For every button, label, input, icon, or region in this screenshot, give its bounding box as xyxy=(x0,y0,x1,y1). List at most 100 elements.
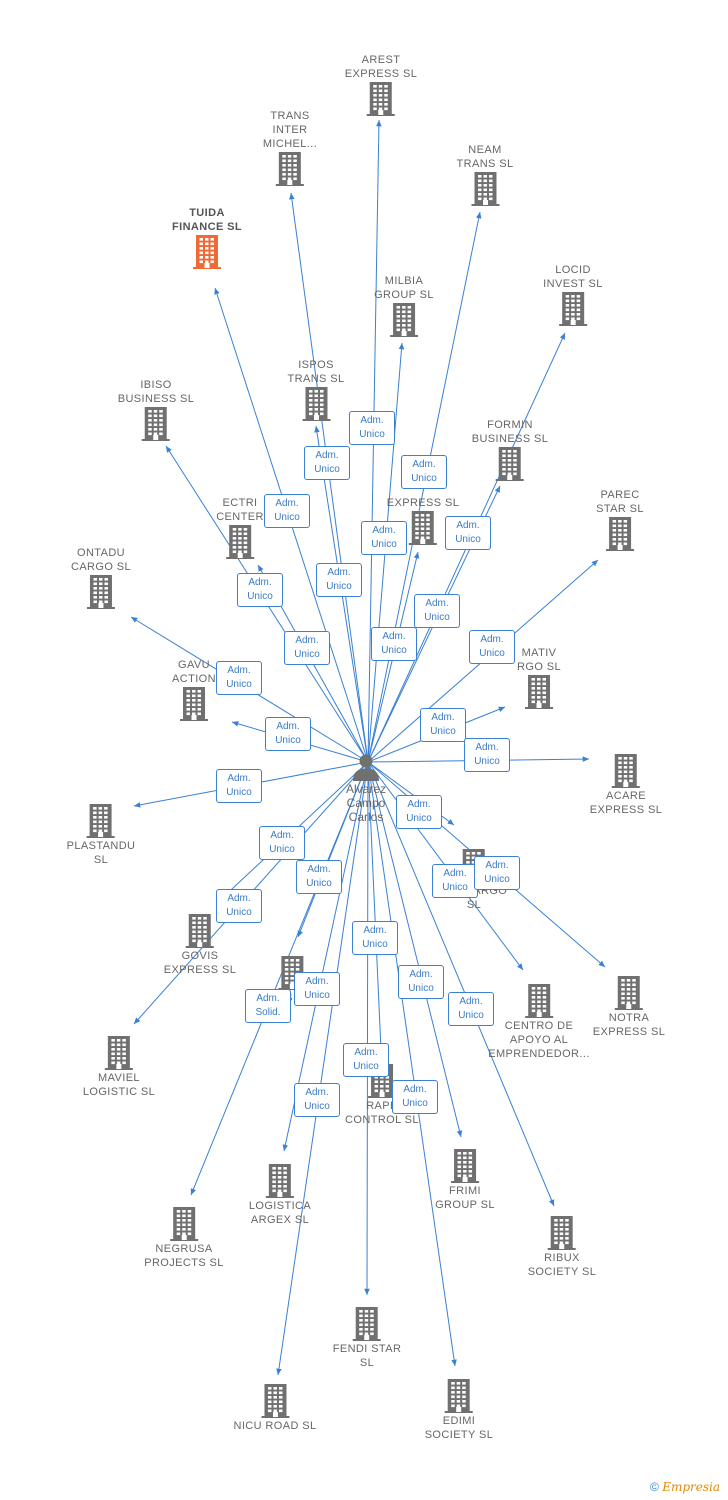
building-icon xyxy=(104,1036,133,1070)
company-name[interactable]: NICU ROAD SL xyxy=(233,1420,317,1432)
building-icon xyxy=(260,1384,289,1418)
company-node-plastandu[interactable]: PLASTANDU SL xyxy=(67,803,136,867)
role-label: Adm. Unico xyxy=(469,630,515,664)
person-node[interactable]: Alvarez Campo Carlos xyxy=(346,752,386,824)
company-name[interactable]: NEGRUSA PROJECTS SL xyxy=(144,1243,224,1269)
building-icon xyxy=(366,82,395,116)
building-icon xyxy=(352,1307,381,1341)
footer-credit: © Empresia xyxy=(650,1480,720,1494)
role-label: Adm. Unico xyxy=(265,717,311,751)
company-name[interactable]: FENDI STAR SL xyxy=(332,1343,402,1369)
company-name[interactable]: LOGISTICA ARGEX SL xyxy=(248,1200,312,1226)
building-icon xyxy=(525,675,553,709)
company-name[interactable]: PAREC STAR SL xyxy=(596,489,644,515)
company-node-mativ[interactable]: MATIV RGO SL xyxy=(517,646,561,710)
company-node-express-mid[interactable]: EXPRESS SL xyxy=(387,496,459,546)
person-name: Alvarez Campo Carlos xyxy=(345,782,387,824)
role-label: Adm. Unico xyxy=(216,769,262,803)
role-label: Adm. Unico xyxy=(259,826,305,860)
company-name[interactable]: FORMIN BUSINESS SL xyxy=(471,419,549,445)
company-name[interactable]: TUIDA FINANCE SL xyxy=(172,207,242,233)
building-icon xyxy=(547,1216,576,1250)
company-name[interactable]: IBISO BUSINESS SL xyxy=(117,379,195,405)
company-name[interactable]: GAVU ACTION xyxy=(172,659,216,685)
role-label: Adm. Unico xyxy=(316,563,362,597)
company-name[interactable]: NOTRA EXPRESS SL xyxy=(592,1012,666,1038)
company-name[interactable]: GOVIS EXPRESS SL xyxy=(163,950,237,976)
company-node-edimi[interactable]: EDIMI SOCIETY SL xyxy=(425,1378,494,1442)
building-icon xyxy=(471,172,499,206)
company-node-govis[interactable]: GOVIS EXPRESS SL xyxy=(164,913,236,977)
building-icon xyxy=(444,1379,473,1413)
company-node-neam[interactable]: NEAM TRANS SL xyxy=(457,143,514,207)
company-name[interactable]: ISPOS TRANS SL xyxy=(287,359,345,385)
company-name[interactable]: LOCID INVEST SL xyxy=(543,264,603,290)
company-name[interactable]: NEAM TRANS SL xyxy=(456,144,514,170)
role-label: Adm. Unico xyxy=(349,411,395,445)
company-node-ontadu[interactable]: ONTADU CARGO SL xyxy=(71,546,131,610)
company-node-tuida[interactable]: TUIDA FINANCE SL xyxy=(172,206,242,270)
company-name[interactable]: RAPE CONTROL SL xyxy=(345,1100,419,1126)
building-icon xyxy=(193,235,221,269)
role-label: Adm. Unico xyxy=(216,661,262,695)
company-node-maviel[interactable]: MAVIEL LOGISTIC SL xyxy=(83,1035,155,1099)
role-label: Adm. Unico xyxy=(464,738,510,772)
company-name[interactable]: MAVIEL LOGISTIC SL xyxy=(82,1072,156,1098)
company-name[interactable]: ACARE EXPRESS SL xyxy=(589,790,663,816)
role-label: Adm. Unico xyxy=(294,972,340,1006)
company-node-centro[interactable]: CENTRO DE APOYO AL EMPRENDEDOR... xyxy=(488,983,590,1061)
company-name[interactable]: PLASTANDU SL xyxy=(66,840,136,866)
company-node-acare[interactable]: ACARE EXPRESS SL xyxy=(590,753,662,817)
company-node-ispos[interactable]: ISPOS TRANS SL xyxy=(288,358,345,422)
company-name[interactable]: ONTADU CARGO SL xyxy=(70,547,132,573)
role-label: Adm. Unico xyxy=(343,1043,389,1077)
role-label: Adm. Unico xyxy=(448,992,494,1026)
company-node-arest[interactable]: AREST EXPRESS SL xyxy=(345,53,417,117)
company-node-frimi[interactable]: FRIMI GROUP SL xyxy=(435,1148,495,1212)
person-icon xyxy=(352,754,379,781)
role-label: Adm. Solid. xyxy=(245,989,291,1023)
company-node-milbia[interactable]: MILBIA GROUP SL xyxy=(374,274,434,338)
company-node-locid[interactable]: LOCID INVEST SL xyxy=(543,263,603,327)
company-name[interactable]: MATIV RGO SL xyxy=(517,647,561,673)
role-label: Adm. Unico xyxy=(401,455,447,489)
company-name[interactable]: TRANS INTER MICHEL... xyxy=(262,110,318,150)
company-node-gavu[interactable]: GAVU ACTION xyxy=(172,658,216,722)
company-node-negrusa[interactable]: NEGRUSA PROJECTS SL xyxy=(144,1206,224,1270)
company-node-nicu[interactable]: NICU ROAD SL xyxy=(233,1383,316,1433)
role-label: Adm. Unico xyxy=(371,627,417,661)
company-node-ribux[interactable]: RIBUX SOCIETY SL xyxy=(528,1215,597,1279)
role-label: Adm. Unico xyxy=(414,594,460,628)
edge-ribux xyxy=(367,761,555,1207)
edge-rape xyxy=(367,761,384,1051)
building-icon xyxy=(614,976,643,1010)
company-node-fendi[interactable]: FENDI STAR SL xyxy=(333,1306,402,1370)
building-icon xyxy=(87,575,115,609)
company-node-notra[interactable]: NOTRA EXPRESS SL xyxy=(593,975,665,1039)
company-node-logistica-argex[interactable]: LOGISTICA ARGEX SL xyxy=(249,1163,311,1227)
role-label: Adm. Unico xyxy=(398,965,444,999)
company-node-ectri[interactable]: ECTRI CENTER xyxy=(216,496,264,560)
company-node-parec[interactable]: PAREC STAR SL xyxy=(596,488,644,552)
company-name[interactable]: FRIMI GROUP SL xyxy=(435,1185,495,1211)
company-name[interactable]: EDIMI SOCIETY SL xyxy=(424,1415,494,1441)
role-label: Adm. Unico xyxy=(432,864,478,898)
company-node-formin[interactable]: FORMIN BUSINESS SL xyxy=(472,418,549,482)
building-icon xyxy=(525,984,553,1018)
company-name[interactable]: AREST EXPRESS SL xyxy=(344,54,418,80)
company-name[interactable]: ECTRI CENTER xyxy=(216,497,264,523)
company-name[interactable]: RIBUX SOCIETY SL xyxy=(527,1252,597,1278)
building-icon xyxy=(185,914,214,948)
company-name[interactable]: MILBIA GROUP SL xyxy=(374,275,434,301)
company-name[interactable]: CENTRO DE APOYO AL EMPRENDEDOR... xyxy=(488,1020,590,1060)
company-node-trans-inter[interactable]: TRANS INTER MICHEL... xyxy=(263,109,317,187)
building-icon xyxy=(495,447,524,481)
role-label: Adm. Unico xyxy=(294,1083,340,1117)
company-node-ibiso[interactable]: IBISO BUSINESS SL xyxy=(118,378,195,442)
building-icon xyxy=(408,511,437,545)
building-icon xyxy=(87,804,115,838)
building-icon xyxy=(559,292,587,326)
company-name[interactable]: EXPRESS SL xyxy=(386,497,460,509)
